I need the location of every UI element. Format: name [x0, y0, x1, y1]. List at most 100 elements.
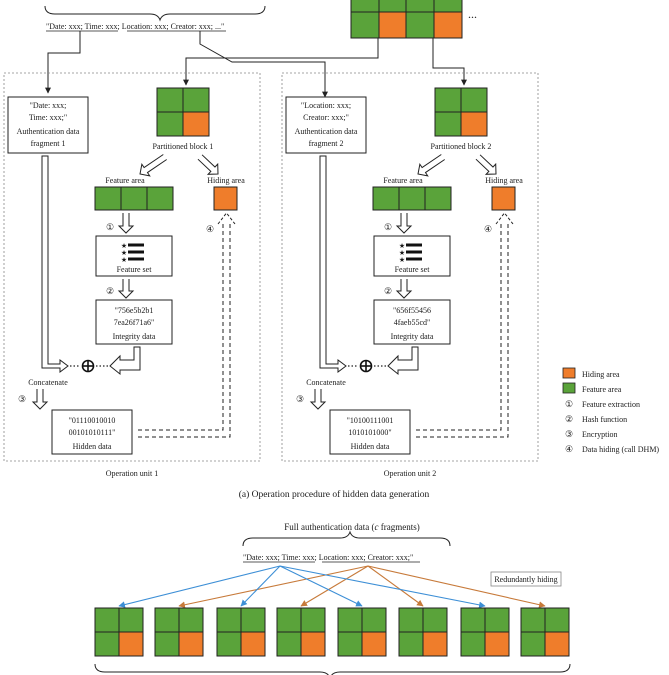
arrow-integrity-to-concat	[387, 346, 419, 376]
arrow-step-2	[117, 279, 135, 299]
hiding-line	[367, 565, 546, 608]
integrity-box	[95, 299, 173, 345]
svg-text:★: ★	[121, 256, 127, 264]
hiding-line	[240, 565, 281, 607]
arrow-step-1	[395, 213, 413, 234]
svg-text:★: ★	[399, 242, 405, 250]
svg-text:Redundantly hiding: Redundantly hiding	[494, 575, 557, 584]
unit-border	[3, 72, 261, 462]
hidden-data-label: Hidden data	[73, 442, 112, 451]
arrow-fragment-to-concat	[319, 155, 347, 373]
bottom-brace	[94, 663, 571, 675]
integrity-text: 4faeb55cd"	[394, 318, 431, 327]
redundant-hiding-lines	[118, 565, 546, 609]
legend-symbol: ②	[565, 414, 573, 424]
block-label: Partitioned block 2	[431, 142, 492, 151]
svg-text:★: ★	[121, 249, 127, 257]
bottom-block	[276, 607, 326, 657]
arrow-to-feature	[417, 154, 445, 177]
hidden-data-text: "10100111001	[347, 416, 394, 425]
list-icon: ★★★	[399, 242, 422, 264]
concat-plus-icon	[359, 359, 373, 373]
legend-item: ④ Data hiding (call DHM)	[565, 444, 659, 454]
svg-text:★: ★	[399, 256, 405, 264]
step-4: ④	[206, 224, 214, 234]
hidden-data-box	[329, 409, 411, 455]
arrow-step-3	[309, 389, 327, 410]
arrow-fragment-to-concat	[41, 155, 69, 373]
arrow-step-4	[217, 212, 236, 225]
unit-label: Operation unit 2	[384, 469, 436, 478]
feature-set-box	[373, 235, 451, 277]
hiding-area	[491, 186, 516, 211]
fragment-text: "Date: xxx;	[30, 101, 67, 110]
bottom-block	[94, 607, 144, 657]
top-ellipsis: ...	[468, 7, 477, 21]
step-4: ④	[484, 224, 492, 234]
feature-area-label: Feature area	[105, 176, 145, 185]
hiding-line	[178, 565, 369, 608]
operation-unit-2: "Location: xxx;Creator: xxx;"Authenticat…	[281, 72, 539, 478]
hiding-area-label: Hiding area	[485, 176, 523, 185]
top-block-1	[350, 0, 408, 39]
bottom-block	[337, 607, 387, 657]
hiding-line	[118, 565, 281, 608]
hiding-line	[279, 565, 486, 609]
legend-symbol: ③	[565, 429, 573, 439]
partitioned-block	[156, 87, 210, 137]
redundant-label: Redundantly hiding	[490, 571, 562, 587]
bottom-top-brace	[242, 530, 451, 547]
concatenate-label: Concatenate	[306, 378, 346, 387]
step-2: ②	[106, 286, 114, 296]
top-auth-text: "Date: xxx; Time: xxx; Location: xxx; Cr…	[46, 22, 224, 31]
feature-set-label: Feature set	[117, 265, 153, 274]
hiding-line	[367, 565, 424, 607]
hidden-data-text: 1010101000"	[348, 428, 391, 437]
bottom-block	[398, 607, 448, 657]
bottom-blocks	[94, 607, 570, 657]
arrow-step-3	[31, 389, 49, 410]
unit-label: Operation unit 1	[106, 469, 158, 478]
legend-label: Hiding area	[582, 370, 620, 379]
hidden-data-text: 00101010111"	[69, 428, 116, 437]
legend-symbol: ①	[565, 399, 573, 409]
fragment-text: Time: xxx;"	[29, 113, 67, 122]
fragment-text: "Location: xxx;	[301, 101, 351, 110]
arrow-to-hiding	[197, 154, 219, 175]
hiding-line	[300, 565, 369, 607]
legend-item: Hiding area	[562, 367, 620, 379]
arrow-to-feature	[139, 154, 167, 177]
legend-item: Feature area	[562, 382, 622, 394]
top-brace	[44, 5, 266, 22]
integrity-text: "656f55456	[393, 306, 431, 315]
svg-text:★: ★	[399, 249, 405, 257]
arrow-to-hiding	[475, 154, 497, 175]
legend-label: Data hiding (call DHM)	[582, 445, 659, 454]
hidden-data-label: Hidden data	[351, 442, 390, 451]
concatenate-label: Concatenate	[28, 378, 68, 387]
unit-border	[281, 72, 539, 462]
integrity-box	[373, 299, 451, 345]
caption-a: (a) Operation procedure of hidden data g…	[239, 489, 430, 500]
bottom-title: Full authentication data (c fragments)	[284, 522, 419, 532]
feature-set-label: Feature set	[395, 265, 431, 274]
list-icon: ★★★	[121, 242, 144, 264]
step-2: ②	[384, 286, 392, 296]
step-3: ③	[296, 394, 304, 404]
integrity-text: 7ea26f71a6"	[114, 318, 155, 327]
hiding-area	[213, 186, 238, 211]
fragment-text: Creator: xxx;"	[303, 113, 349, 122]
feature-area-label: Feature area	[383, 176, 423, 185]
legend-symbol: ④	[565, 444, 573, 454]
hiding-area-label: Hiding area	[207, 176, 245, 185]
concat-plus-icon	[81, 359, 95, 373]
hidden-data-box	[51, 409, 133, 455]
step-1: ①	[384, 222, 392, 232]
step-1: ①	[106, 222, 114, 232]
bottom-block	[460, 607, 510, 657]
fragment-text: fragment 2	[309, 139, 344, 148]
